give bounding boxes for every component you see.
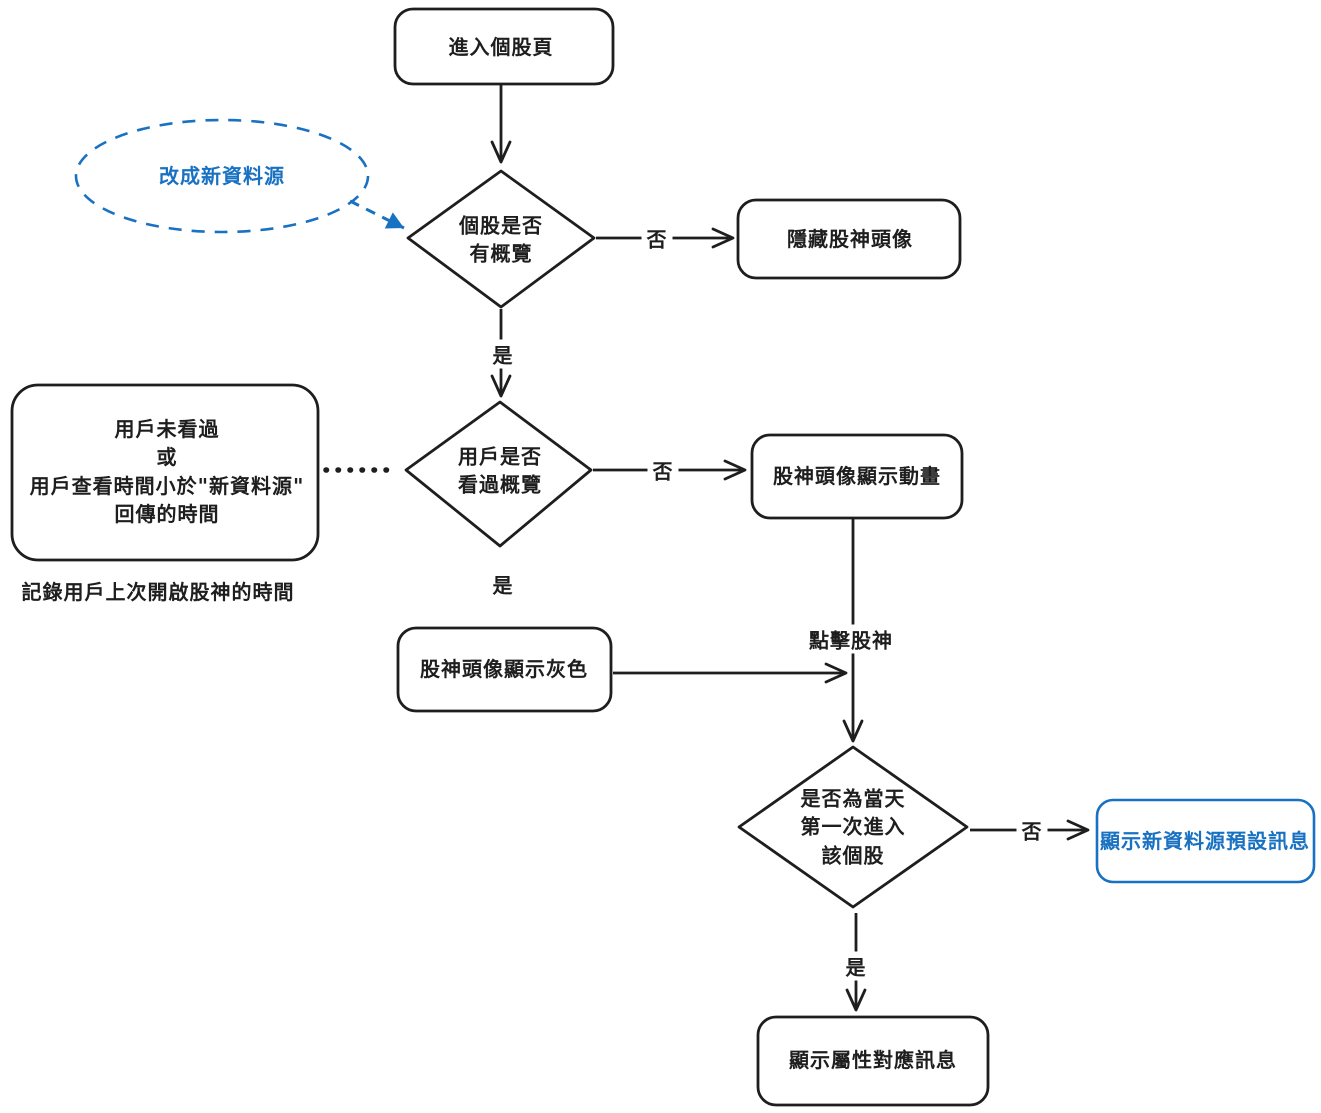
decision-user-seen-label: 用戶是否 看過概覽	[458, 444, 542, 497]
node-show-attribute-message	[756, 1015, 990, 1107]
record-time-note: 記錄用戶上次開啟股神的時間	[21, 579, 295, 604]
annotation-ellipse	[74, 118, 370, 234]
edge-label-no-1: 否	[641, 223, 673, 253]
annotation-new-source-label: 改成新資料源	[159, 163, 285, 188]
edge-label-no-3: 否	[1016, 815, 1048, 845]
decision-user-seen-overview	[404, 400, 593, 548]
node-show-attribute-message-label: 顯示屬性對應訊息	[789, 1047, 957, 1072]
decision-has-overview-label: 個股是否 有概覽	[459, 213, 543, 266]
condition-note-box-label: 用戶未看過 或 用戶查看時間小於"新資料源" 回傳的時間	[29, 417, 305, 527]
node-show-new-source-default-label: 顯示新資料源預設訊息	[1100, 828, 1310, 853]
node-avatar-gray-label: 股神頭像顯示灰色	[420, 656, 588, 681]
decision-first-time-label: 是否為當天 第一次進入 該個股	[800, 786, 906, 868]
edge-label-click-stock-god: 點擊股神	[804, 624, 898, 654]
node-avatar-gray	[396, 626, 613, 713]
edge-label-yes-1: 是	[487, 339, 519, 369]
edge-label-yes-2: 是	[487, 569, 519, 599]
node-start	[393, 7, 615, 86]
decision-first-time-today	[737, 745, 969, 909]
edge-label-no-2: 否	[647, 455, 679, 485]
edge-label-yes-3: 是	[840, 951, 872, 981]
node-avatar-animation	[750, 433, 964, 520]
node-avatar-animation-label: 股神頭像顯示動畫	[773, 463, 941, 488]
annotation-arrow	[349, 199, 405, 230]
decision-has-overview	[406, 169, 596, 309]
node-hide-avatar-label: 隱藏股神頭像	[787, 226, 913, 251]
node-show-new-source-default	[1095, 798, 1316, 884]
node-start-label: 進入個股頁	[448, 34, 554, 59]
node-hide-avatar	[736, 198, 962, 280]
node-condition-note-box	[10, 383, 320, 562]
